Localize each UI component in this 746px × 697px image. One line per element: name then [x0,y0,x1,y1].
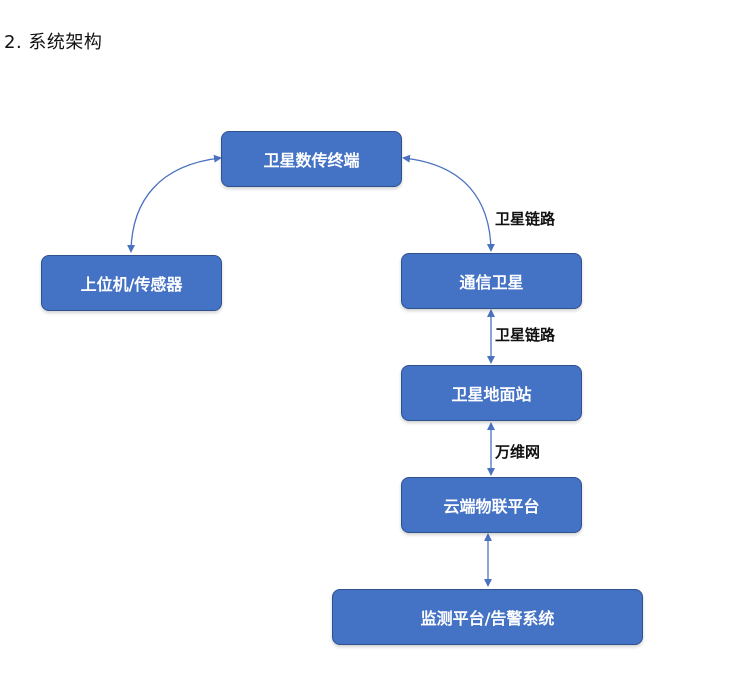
node-ground-station: 卫星地面站 [401,365,582,421]
node-monitor-platform: 监测平台/告警系统 [332,589,643,645]
section-heading: 2. 系统架构 [4,32,103,53]
edge-label-satellite-ground: 卫星链路 [495,326,556,344]
edge-label-terminal-satellite: 卫星链路 [495,210,556,228]
node-host-sensor: 上位机/传感器 [41,255,222,311]
edge-label-ground-cloud: 万维网 [495,443,541,461]
node-satellite-terminal: 卫星数传终端 [221,131,402,187]
connector-terminal-host [127,154,222,253]
node-comm-satellite: 通信卫星 [401,253,582,309]
connector-terminal-satellite [402,154,495,252]
node-cloud-platform: 云端物联平台 [401,477,582,533]
